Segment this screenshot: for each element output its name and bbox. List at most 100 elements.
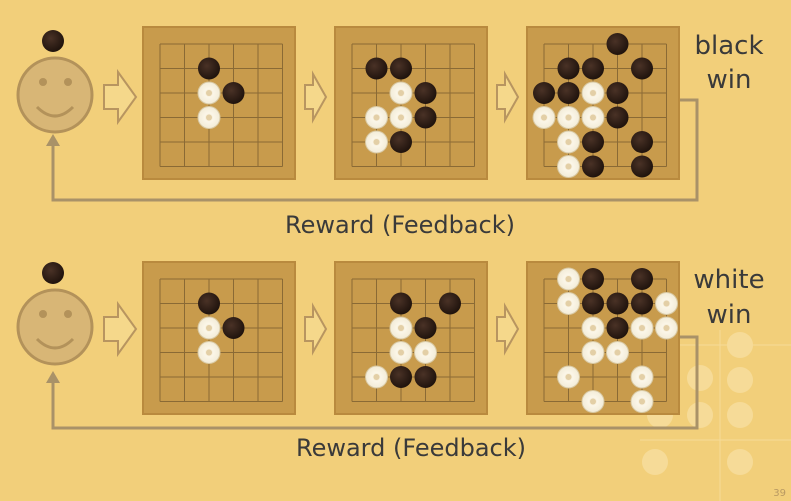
black-stone bbox=[582, 155, 604, 178]
feedback-label: Reward (Feedback) bbox=[296, 434, 526, 462]
go-board bbox=[334, 261, 488, 415]
black-stone bbox=[631, 57, 653, 80]
black-stone bbox=[365, 57, 388, 80]
white-stone bbox=[557, 267, 580, 291]
black-stone bbox=[390, 366, 412, 388]
white-stone bbox=[197, 106, 221, 129]
black-stone bbox=[557, 82, 580, 104]
black-stone bbox=[198, 57, 220, 80]
board-background bbox=[142, 26, 296, 180]
white-stone bbox=[389, 81, 413, 105]
black-stone bbox=[582, 131, 604, 153]
white-stone bbox=[581, 81, 605, 105]
white-stone bbox=[557, 292, 580, 315]
black-stone bbox=[582, 57, 604, 80]
black-stone bbox=[439, 292, 461, 315]
board-background bbox=[334, 26, 488, 180]
black-stone bbox=[390, 57, 412, 80]
board-background bbox=[142, 261, 296, 415]
page-number: 39 bbox=[773, 488, 786, 499]
white-stone bbox=[557, 130, 580, 154]
black-stone bbox=[414, 106, 437, 129]
flow-arrow bbox=[496, 302, 520, 356]
black-stone bbox=[198, 292, 220, 315]
white-stone bbox=[197, 81, 221, 105]
black-stone bbox=[582, 268, 604, 290]
go-board bbox=[526, 26, 680, 180]
white-stone bbox=[389, 316, 413, 340]
black-stone bbox=[390, 131, 412, 153]
result-label-line2: win bbox=[707, 300, 752, 330]
row-black-win: black win Reward (Feedback) bbox=[16, 26, 764, 239]
white-stone bbox=[630, 365, 654, 389]
flow-arrow bbox=[103, 68, 138, 126]
white-stone bbox=[414, 341, 437, 364]
white-stone bbox=[389, 106, 413, 129]
board-grid bbox=[159, 43, 283, 167]
result-label-line1: white bbox=[693, 265, 764, 295]
white-stone bbox=[557, 365, 580, 389]
feedback-arrowhead bbox=[46, 371, 60, 383]
go-board bbox=[142, 26, 296, 180]
board-background bbox=[526, 261, 680, 415]
flow-arrow bbox=[496, 70, 520, 124]
white-stone bbox=[606, 341, 629, 364]
black-stone bbox=[222, 317, 245, 339]
black-stone bbox=[606, 33, 629, 55]
black-stone bbox=[606, 106, 629, 129]
white-stone bbox=[365, 365, 388, 389]
black-stone bbox=[582, 292, 604, 315]
feedback-arrowhead bbox=[46, 134, 60, 146]
black-stone bbox=[414, 317, 437, 339]
black-stone bbox=[631, 131, 653, 153]
black-stone bbox=[414, 82, 437, 104]
white-stone bbox=[197, 341, 221, 364]
go-board bbox=[142, 261, 296, 415]
go-board bbox=[526, 261, 680, 415]
board-grid bbox=[159, 278, 283, 402]
white-stone bbox=[655, 292, 678, 315]
white-stone bbox=[581, 341, 605, 364]
feedback-loop-line bbox=[51, 98, 699, 202]
white-stone bbox=[557, 106, 580, 129]
flow-arrow bbox=[304, 70, 328, 124]
flow-arrow bbox=[103, 300, 138, 358]
board-grid bbox=[351, 43, 475, 167]
white-stone bbox=[630, 390, 654, 413]
white-stone bbox=[581, 316, 605, 340]
black-stone bbox=[606, 82, 629, 104]
black-stone bbox=[631, 268, 653, 290]
black-stone bbox=[606, 317, 629, 339]
black-stone bbox=[414, 366, 437, 388]
black-stone bbox=[631, 155, 653, 178]
white-stone bbox=[655, 316, 678, 340]
black-stone bbox=[390, 292, 412, 315]
black-stone bbox=[606, 292, 629, 315]
white-stone bbox=[532, 106, 556, 129]
go-board bbox=[334, 26, 488, 180]
white-stone bbox=[630, 316, 654, 340]
black-stone bbox=[631, 292, 653, 315]
white-stone bbox=[365, 106, 388, 129]
feedback-loop-line bbox=[51, 335, 699, 430]
black-stone bbox=[557, 57, 580, 80]
white-stone bbox=[197, 316, 221, 340]
flow-arrow bbox=[304, 302, 328, 356]
board-background bbox=[526, 26, 680, 180]
result-label-line1: black bbox=[694, 31, 763, 61]
result-label-line2: win bbox=[707, 65, 752, 95]
white-stone bbox=[365, 130, 388, 154]
black-stone bbox=[533, 82, 555, 104]
black-stone bbox=[222, 82, 245, 104]
white-stone bbox=[389, 341, 413, 364]
white-stone bbox=[557, 155, 580, 178]
feedback-label: Reward (Feedback) bbox=[285, 211, 515, 239]
agent-smiley-face bbox=[16, 30, 94, 134]
board-background bbox=[334, 261, 488, 415]
agent-smiley-face bbox=[16, 262, 94, 366]
row-white-win: white win Reward (Feedback) bbox=[16, 261, 765, 462]
white-stone bbox=[581, 390, 605, 413]
white-stone bbox=[581, 106, 605, 129]
